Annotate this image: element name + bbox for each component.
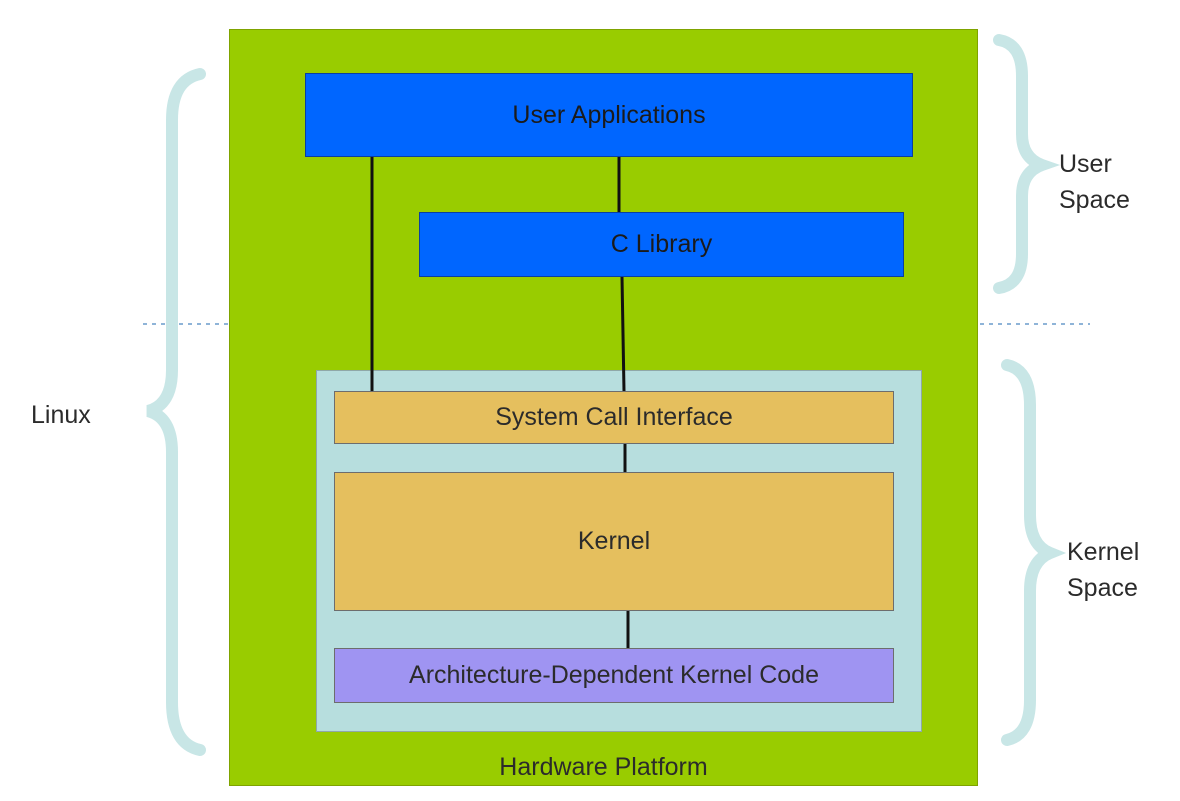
kernel-label: Kernel — [577, 527, 651, 555]
kernel-space-brace — [1001, 359, 1067, 746]
linux-brace — [146, 68, 206, 756]
c-library-label: C Library — [610, 230, 713, 258]
system-call-interface-box: System Call Interface — [334, 391, 894, 444]
user-space-brace — [993, 34, 1061, 294]
kernel-space-label-line-1: Kernel — [1067, 538, 1140, 566]
linux-label: Linux — [31, 401, 91, 429]
kernel-space-label-line-2: Space — [1067, 574, 1138, 602]
user-space-label-line-2: Space — [1059, 186, 1130, 214]
hardware-platform-label: Hardware Platform — [499, 753, 708, 781]
user-applications-box: User Applications — [305, 73, 913, 157]
kernel-space-label: Kernel Space — [1067, 534, 1177, 606]
architecture-dependent-kernel-code-label: Architecture-Dependent Kernel Code — [409, 661, 819, 689]
system-call-interface-label: System Call Interface — [495, 403, 733, 431]
kernel-box: Kernel — [334, 472, 894, 611]
architecture-dependent-kernel-code-box: Architecture-Dependent Kernel Code — [334, 648, 894, 703]
user-applications-label: User Applications — [512, 100, 706, 129]
user-space-label-line-1: User — [1059, 150, 1112, 178]
user-space-label: User Space — [1059, 146, 1169, 218]
c-library-box: C Library — [419, 212, 904, 277]
